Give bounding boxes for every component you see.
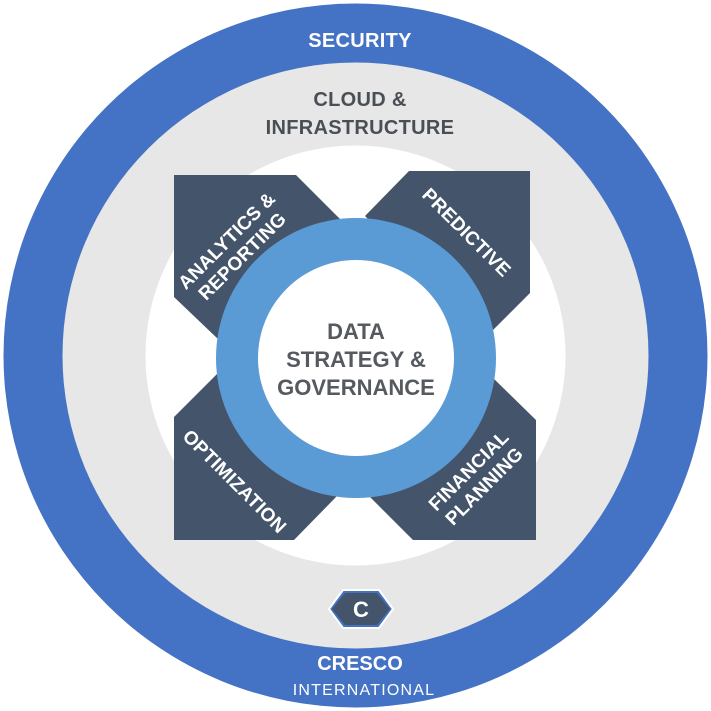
cloud-label-line2: INFRASTRUCTURE	[266, 117, 455, 139]
logo-letter: C	[353, 597, 369, 622]
arm-optimization	[174, 374, 338, 540]
cloud-label-line1: CLOUD &	[313, 89, 406, 111]
brand-sub: INTERNATIONAL	[293, 682, 435, 699]
center-label-line2: STRATEGY &	[286, 347, 426, 372]
security-label: SECURITY	[308, 30, 412, 52]
center-label-line1: DATA	[327, 319, 385, 344]
arm-analytics-reporting	[174, 175, 340, 340]
center-label-line3: GOVERNANCE	[277, 375, 435, 400]
hexagon-c-logo-icon: C	[327, 589, 395, 629]
brand-name: CRESCO	[317, 653, 403, 675]
core-center	[258, 260, 454, 456]
